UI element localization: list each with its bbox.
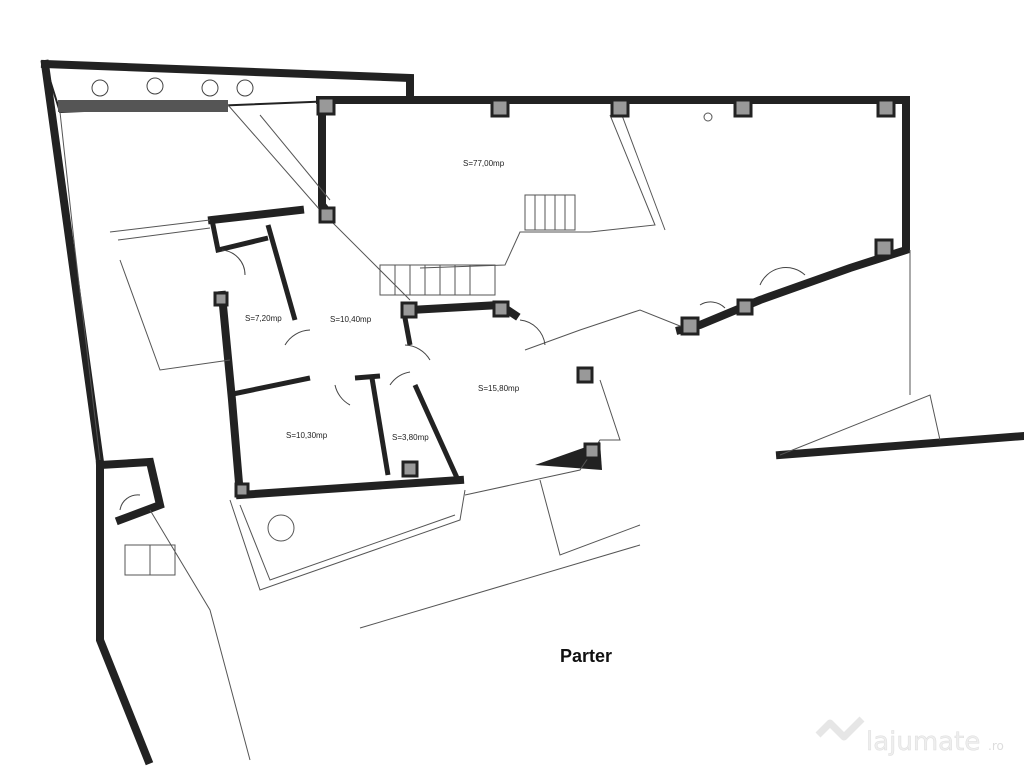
room-label-room-c: S=15,80mp	[478, 384, 520, 393]
terrace-outlines	[59, 104, 941, 761]
watermark: lajumate .ro	[815, 716, 1004, 757]
floor-title: Parter	[560, 646, 612, 666]
room-label-room-a: S=7,20mp	[245, 314, 282, 323]
room-label-main-hall: S=77,00mp	[463, 159, 505, 168]
watermark-logo-icon	[815, 716, 865, 741]
watermark-brand: lajumate	[866, 727, 980, 757]
room-label-hallway: S=10,40mp	[330, 315, 372, 324]
room-label-room-b: S=10,30mp	[286, 431, 328, 440]
staircase	[379, 194, 576, 296]
room-label-bathroom: S=3,80mp	[392, 433, 429, 442]
columns	[213, 96, 896, 498]
door-swings	[119, 249, 806, 511]
exterior-walls	[40, 59, 1024, 766]
watermark-suffix: .ro	[988, 739, 1004, 753]
